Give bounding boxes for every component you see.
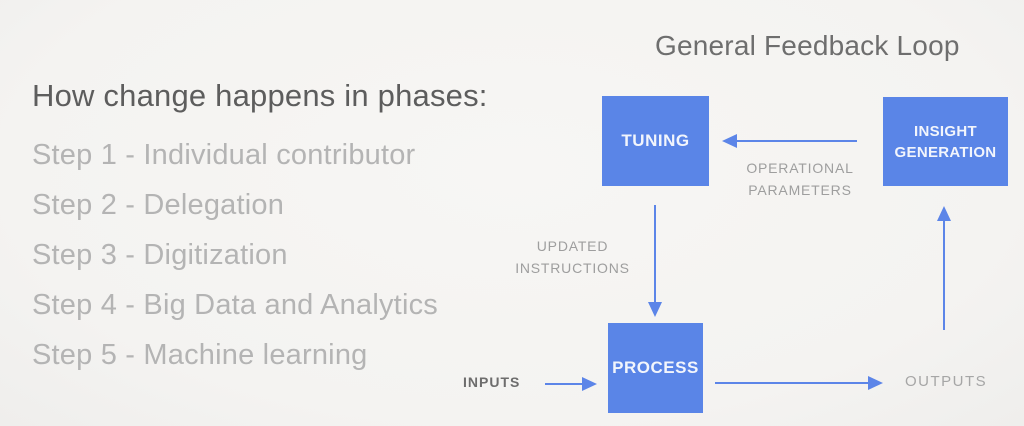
arrow-line xyxy=(736,140,857,142)
insight-generation-node: INSIGHT GENERATION xyxy=(883,97,1008,186)
tuning-node: TUNING xyxy=(602,96,709,186)
operational-parameters-label: OPERATIONAL PARAMETERS xyxy=(746,160,854,198)
process-node: PROCESS xyxy=(608,323,703,413)
step-item-1: Step 1 - Individual contributor xyxy=(32,139,416,171)
arrowhead-left-icon xyxy=(722,134,737,148)
outputs-label: OUTPUTS xyxy=(905,373,988,390)
arrow-line xyxy=(715,382,869,384)
arrow-line xyxy=(654,205,656,303)
step-item-5: Step 5 - Machine learning xyxy=(32,339,368,371)
phases-heading: How change happens in phases: xyxy=(32,78,488,113)
phases-step-list: Step 1 - Individual contributor Step 2 -… xyxy=(32,130,438,380)
step-item-3: Step 3 - Digitization xyxy=(32,239,288,271)
updated-instructions-label: UPDATED INSTRUCTIONS xyxy=(515,238,630,276)
arrow-line xyxy=(943,219,945,330)
arrowhead-right-icon xyxy=(582,377,597,391)
step-item-4: Step 4 - Big Data and Analytics xyxy=(32,289,438,321)
step-item-2: Step 2 - Delegation xyxy=(32,189,285,221)
diagram-title: General Feedback Loop xyxy=(655,30,960,61)
arrow-line xyxy=(545,383,583,385)
arrowhead-up-icon xyxy=(937,206,951,221)
arrowhead-right-icon xyxy=(868,376,883,390)
inputs-label: INPUTS xyxy=(463,374,521,390)
arrowhead-down-icon xyxy=(648,302,662,317)
